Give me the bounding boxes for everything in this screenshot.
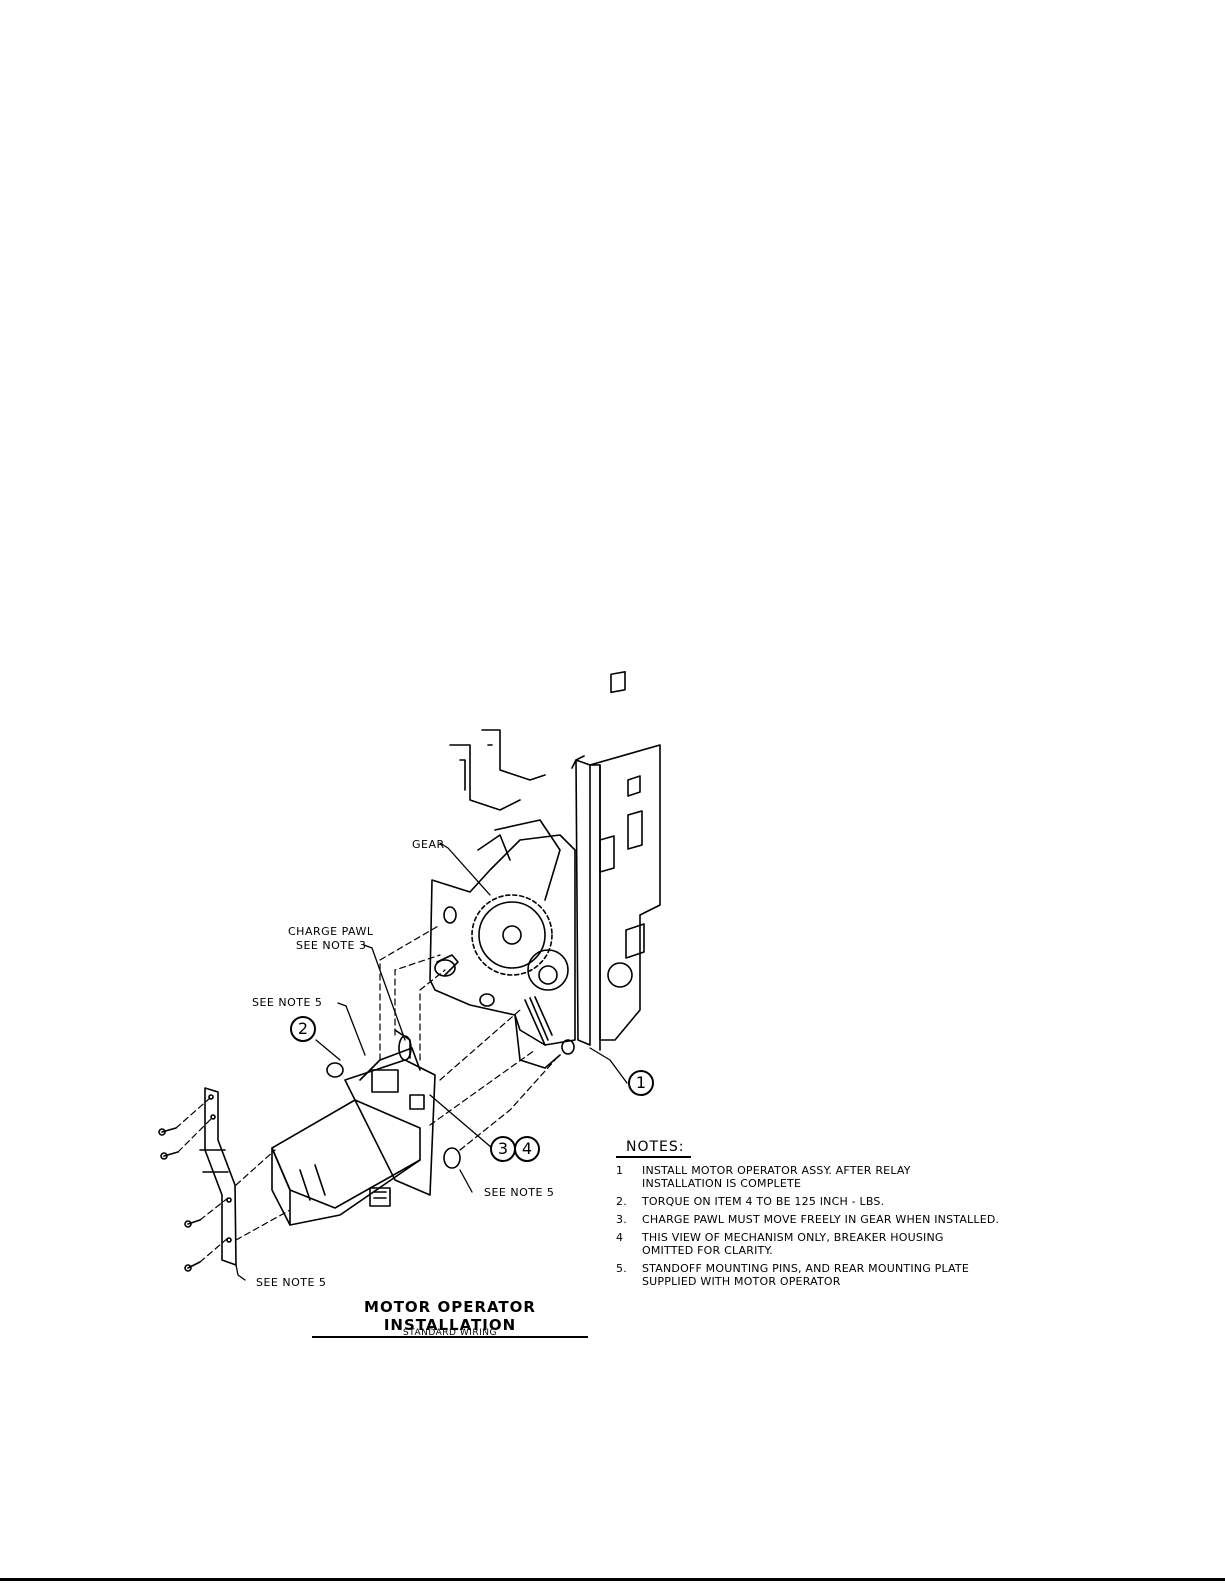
callout-item-3: 3 [490, 1136, 516, 1162]
note-number: 3. [616, 1213, 627, 1226]
callout-item-2: 2 [290, 1016, 316, 1042]
page-bottom-rule [0, 1578, 1225, 1581]
see-note5-label-lower: SEE NOTE 5 [256, 1276, 327, 1289]
charge-pawl-label: CHARGE PAWL [288, 925, 374, 938]
leader-lines [235, 842, 628, 1281]
note-text: TORQUE ON ITEM 4 TO BE 125 INCH - LBS. [642, 1195, 885, 1208]
note-item: 1 INSTALL MOTOR OPERATOR ASSY. AFTER REL… [616, 1164, 1036, 1190]
see-note3-label: SEE NOTE 3 [296, 939, 367, 952]
see-note5-label-middle: SEE NOTE 5 [484, 1186, 555, 1199]
breaker-mechanism [429, 670, 661, 1069]
assembly-dashed-lines [175, 924, 556, 1263]
notes-heading: NOTES: [616, 1139, 691, 1158]
gear-label: GEAR [412, 838, 445, 851]
note-number: 1 [616, 1164, 624, 1177]
note-item: 5. STANDOFF MOUNTING PINS, AND REAR MOUN… [616, 1262, 1036, 1288]
note-number: 5. [616, 1262, 627, 1275]
note-item: 3. CHARGE PAWL MUST MOVE FREELY IN GEAR … [616, 1213, 1036, 1226]
note-item: 4 THIS VIEW OF MECHANISM ONLY, BREAKER H… [616, 1231, 1036, 1257]
note-number: 4 [616, 1231, 624, 1244]
motor-operator-assembly [271, 1029, 461, 1226]
note-number: 2. [616, 1195, 627, 1208]
notes-block: NOTES: 1 INSTALL MOTOR OPERATOR ASSY. AF… [616, 1136, 1036, 1293]
note-text: THIS VIEW OF MECHANISM ONLY, BREAKER HOU… [642, 1231, 944, 1257]
see-note5-label-upper: SEE NOTE 5 [252, 996, 323, 1009]
note-text: CHARGE PAWL MUST MOVE FREELY IN GEAR WHE… [642, 1213, 1000, 1226]
note-item: 2. TORQUE ON ITEM 4 TO BE 125 INCH - LBS… [616, 1195, 1036, 1208]
drawing-subtitle: STANDARD WIRING [402, 1328, 498, 1338]
note-text: STANDOFF MOUNTING PINS, AND REAR MOUNTIN… [642, 1262, 969, 1288]
callout-item-4: 4 [514, 1136, 540, 1162]
callout-item-1: 1 [628, 1070, 654, 1096]
note-text: INSTALL MOTOR OPERATOR ASSY. AFTER RELAY… [642, 1164, 911, 1190]
rear-mounting-plate [158, 1087, 237, 1272]
drawing-title: MOTOR OPERATOR INSTALLATION [312, 1298, 588, 1338]
